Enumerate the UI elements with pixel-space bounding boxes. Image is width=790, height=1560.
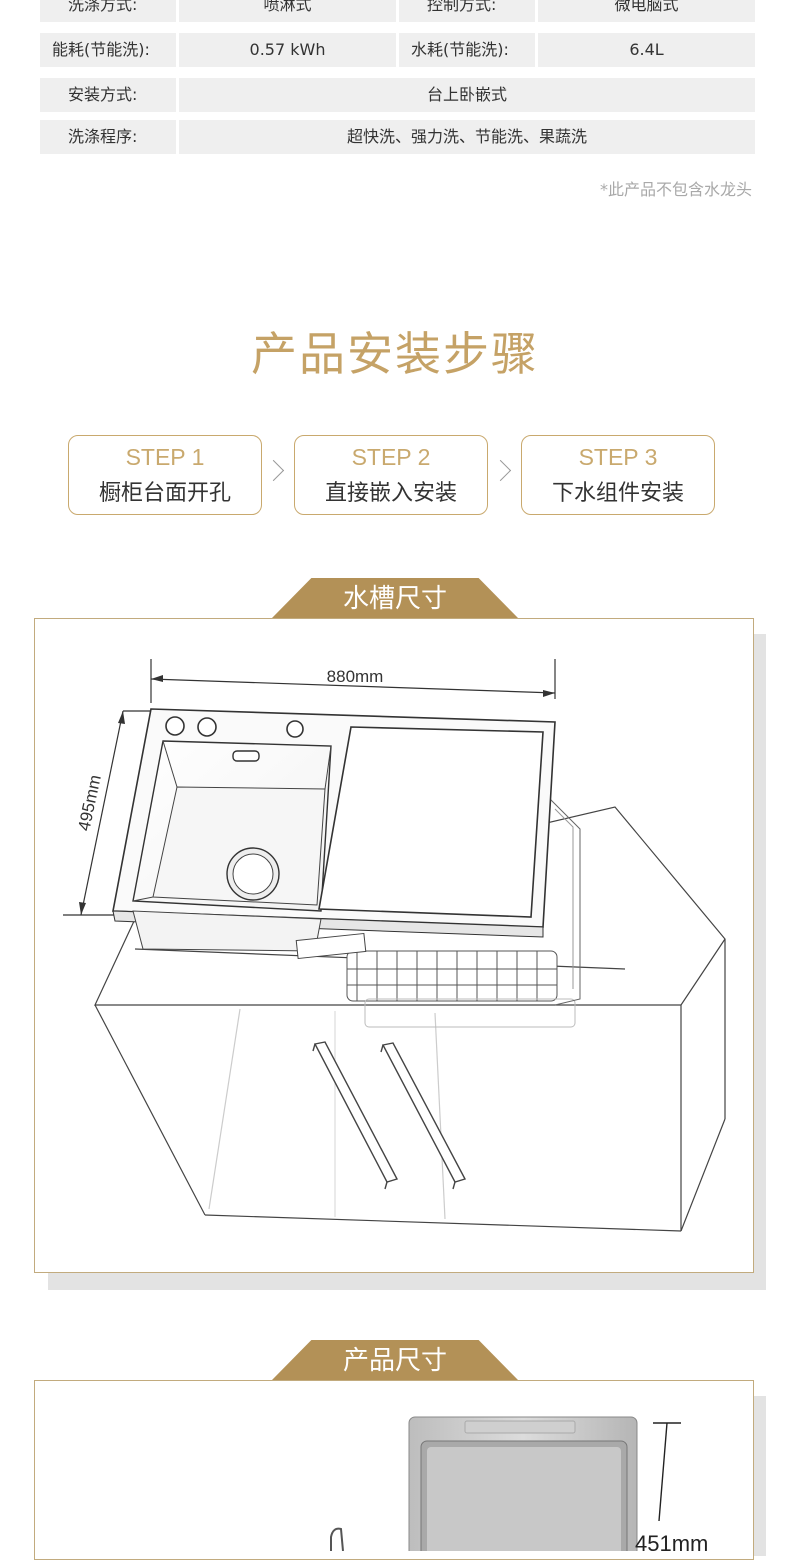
spec-row: 能耗(节能洗): 0.57 kWh 水耗(节能洗): 6.4L	[40, 33, 755, 67]
spec-row: 洗涤方式: 喷淋式 控制方式: 微电脑式	[40, 0, 755, 22]
spec-value: 微电脑式	[538, 0, 755, 22]
spec-value: 台上卧嵌式	[179, 78, 755, 112]
install-title: 产品安装步骤	[251, 327, 539, 381]
step-text: 直接嵌入安装	[324, 481, 457, 506]
step-text: 橱柜台面开孔	[98, 481, 231, 506]
sink-size-tab: 水槽尺寸	[272, 578, 518, 618]
step-number: STEP 3	[578, 444, 658, 470]
spec-row: 安装方式: 台上卧嵌式	[40, 78, 755, 112]
spec-label: 洗涤方式:	[40, 0, 176, 22]
spec-label: 控制方式:	[399, 0, 535, 22]
sink	[112, 708, 556, 960]
cabinet-handles	[312, 1041, 467, 1190]
sink-diagram-panel: 880mm 495mm	[34, 618, 754, 1273]
dishwasher-rack	[346, 798, 581, 1028]
spec-label: 安装方式:	[40, 78, 176, 112]
spec-value: 6.4L	[538, 33, 755, 67]
step-2: STEP 2 直接嵌入安装	[294, 435, 488, 515]
step-text: 下水组件安装	[551, 481, 684, 506]
step-3: STEP 3 下水组件安装	[521, 435, 715, 515]
sink-width-label: 880mm	[327, 667, 384, 686]
spec-label: 洗涤程序:	[40, 120, 176, 154]
spec-label: 水耗(节能洗):	[399, 33, 535, 67]
spec-value: 超快洗、强力洗、节能洗、果蔬洗	[179, 120, 755, 154]
product-size-tab: 产品尺寸	[272, 1340, 518, 1380]
step-number: STEP 2	[351, 444, 431, 470]
chevron-right-icon	[489, 459, 512, 482]
step-number: STEP 1	[125, 444, 205, 470]
spec-value: 0.57 kWh	[179, 33, 396, 67]
faucet-note: *此产品不包含水龙头	[599, 180, 752, 199]
spec-label: 能耗(节能洗):	[40, 33, 176, 67]
product-diagram-panel: 451mm	[34, 1380, 754, 1560]
step-1: STEP 1 橱柜台面开孔	[68, 435, 262, 515]
chevron-right-icon	[262, 459, 285, 482]
spec-value: 喷淋式	[179, 0, 396, 22]
spec-row: 洗涤程序: 超快洗、强力洗、节能洗、果蔬洗	[40, 120, 755, 154]
product-diagram: 451mm	[330, 1416, 708, 1560]
sink-diagram: 880mm 495mm	[63, 659, 726, 1232]
product-height-label: 451mm	[635, 1531, 708, 1551]
